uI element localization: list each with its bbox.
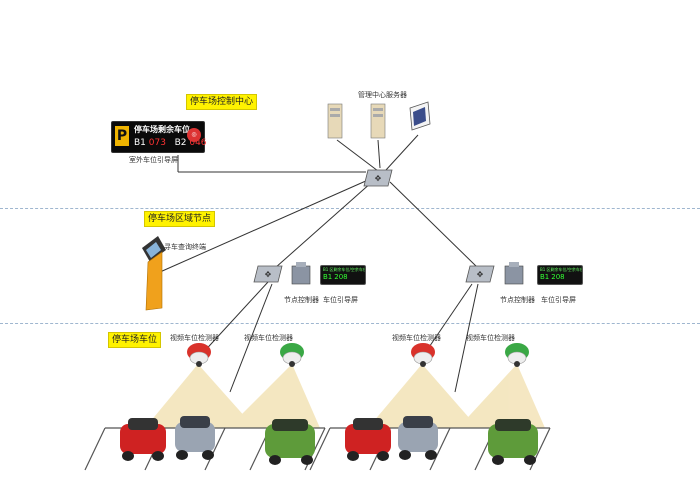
b2-label: B2 (174, 138, 187, 148)
space-guide-text-1: 车位引导屏 (323, 296, 358, 304)
central-switch-icon: ✥ (363, 169, 393, 187)
video-detector-text-4: 视频车位检测器 (466, 334, 515, 342)
video-detector-text-2: 视频车位检测器 (244, 334, 293, 342)
b1-label: B1 (134, 138, 146, 148)
led-right-value: 208 (551, 273, 565, 281)
link-server1 (336, 139, 379, 172)
parking-p-icon: P (115, 126, 129, 146)
server-text: 管理中心服务器 (358, 91, 407, 99)
b1-value: 073 (148, 138, 166, 148)
detector-green-1 (280, 343, 304, 367)
video-detector-text-1: 视频车位检测器 (170, 334, 219, 342)
led-left-value: B1 (540, 273, 550, 281)
node-controller-text-2: 节点控制器 (500, 296, 535, 304)
workstation-icon (409, 101, 431, 131)
control-center-label: 停车场控制中心 (186, 94, 258, 110)
space-guide-text-2: 车位引导屏 (541, 296, 576, 304)
led-top-text: B1 区剩余车位/空余车位 (323, 267, 365, 272)
red-car-1 (120, 418, 166, 461)
region-divider-top (0, 208, 700, 209)
space-guide-screen-1: B1 区剩余车位/空余车位 B1 208 (320, 265, 366, 285)
space-guide-screen-2: B1 区剩余车位/空余车位 B1 208 (537, 265, 583, 285)
b2-value: 046 (189, 138, 207, 148)
outdoor-guide-text: 室外车位引导屏 (129, 156, 178, 164)
link-pc (385, 134, 419, 171)
red-car-2 (345, 418, 391, 461)
green-car-1 (265, 419, 315, 465)
sign-title: 停车场剩余车位 (134, 125, 190, 134)
query-terminal-icon (142, 236, 166, 311)
svg-text:✥: ✥ (477, 270, 484, 279)
region-divider-bottom (0, 323, 700, 324)
led-right-value: 208 (334, 273, 348, 281)
server-tower-icon-1 (327, 103, 343, 139)
link-server2 (377, 139, 381, 169)
sign-badge-icon: ◎ (187, 128, 201, 142)
svg-text:✥: ✥ (375, 174, 382, 183)
link-node1-det2 (229, 283, 273, 393)
detection-cone-4 (458, 364, 545, 428)
detector-red-1 (187, 343, 211, 367)
detection-cone-3 (368, 364, 478, 428)
green-car-2 (488, 419, 538, 465)
detector-red-2 (411, 343, 435, 367)
link-node2-det2 (454, 283, 479, 393)
led-top-text: B1 区剩余车位/空余车位 (540, 267, 582, 272)
node-controller-icon-1 (291, 262, 311, 285)
link-node1-det1 (199, 281, 269, 357)
link-node2-det1 (422, 283, 473, 357)
gray-car-1 (175, 416, 215, 460)
detection-cone-2 (228, 364, 320, 428)
node-switch-icon-2: ✥ (465, 265, 495, 283)
server-tower-icon-2 (370, 103, 386, 139)
sign-counts: B1 073 B2 046 (134, 138, 207, 148)
link-node2 (389, 181, 479, 269)
video-detector-text-3: 视频车位检测器 (392, 334, 441, 342)
node-controller-text-1: 节点控制器 (284, 296, 319, 304)
link-terminal (159, 179, 369, 273)
svg-text:✥: ✥ (265, 270, 272, 279)
regional-node-label: 停车场区域节点 (144, 211, 216, 227)
detector-green-2 (505, 343, 529, 367)
parking-spaces-label: 停车场车位 (108, 332, 162, 348)
detection-cone-1 (145, 364, 255, 428)
query-terminal-text: 寻车查询终端 (164, 243, 206, 251)
gray-car-2 (398, 416, 438, 460)
link-node1 (274, 181, 373, 269)
outdoor-guide-sign: P 停车场剩余车位 B1 073 B2 046 ◎ (111, 121, 207, 153)
node-controller-icon-2 (504, 262, 524, 285)
led-left-value: B1 (323, 273, 333, 281)
node-switch-icon-1: ✥ (253, 265, 283, 283)
